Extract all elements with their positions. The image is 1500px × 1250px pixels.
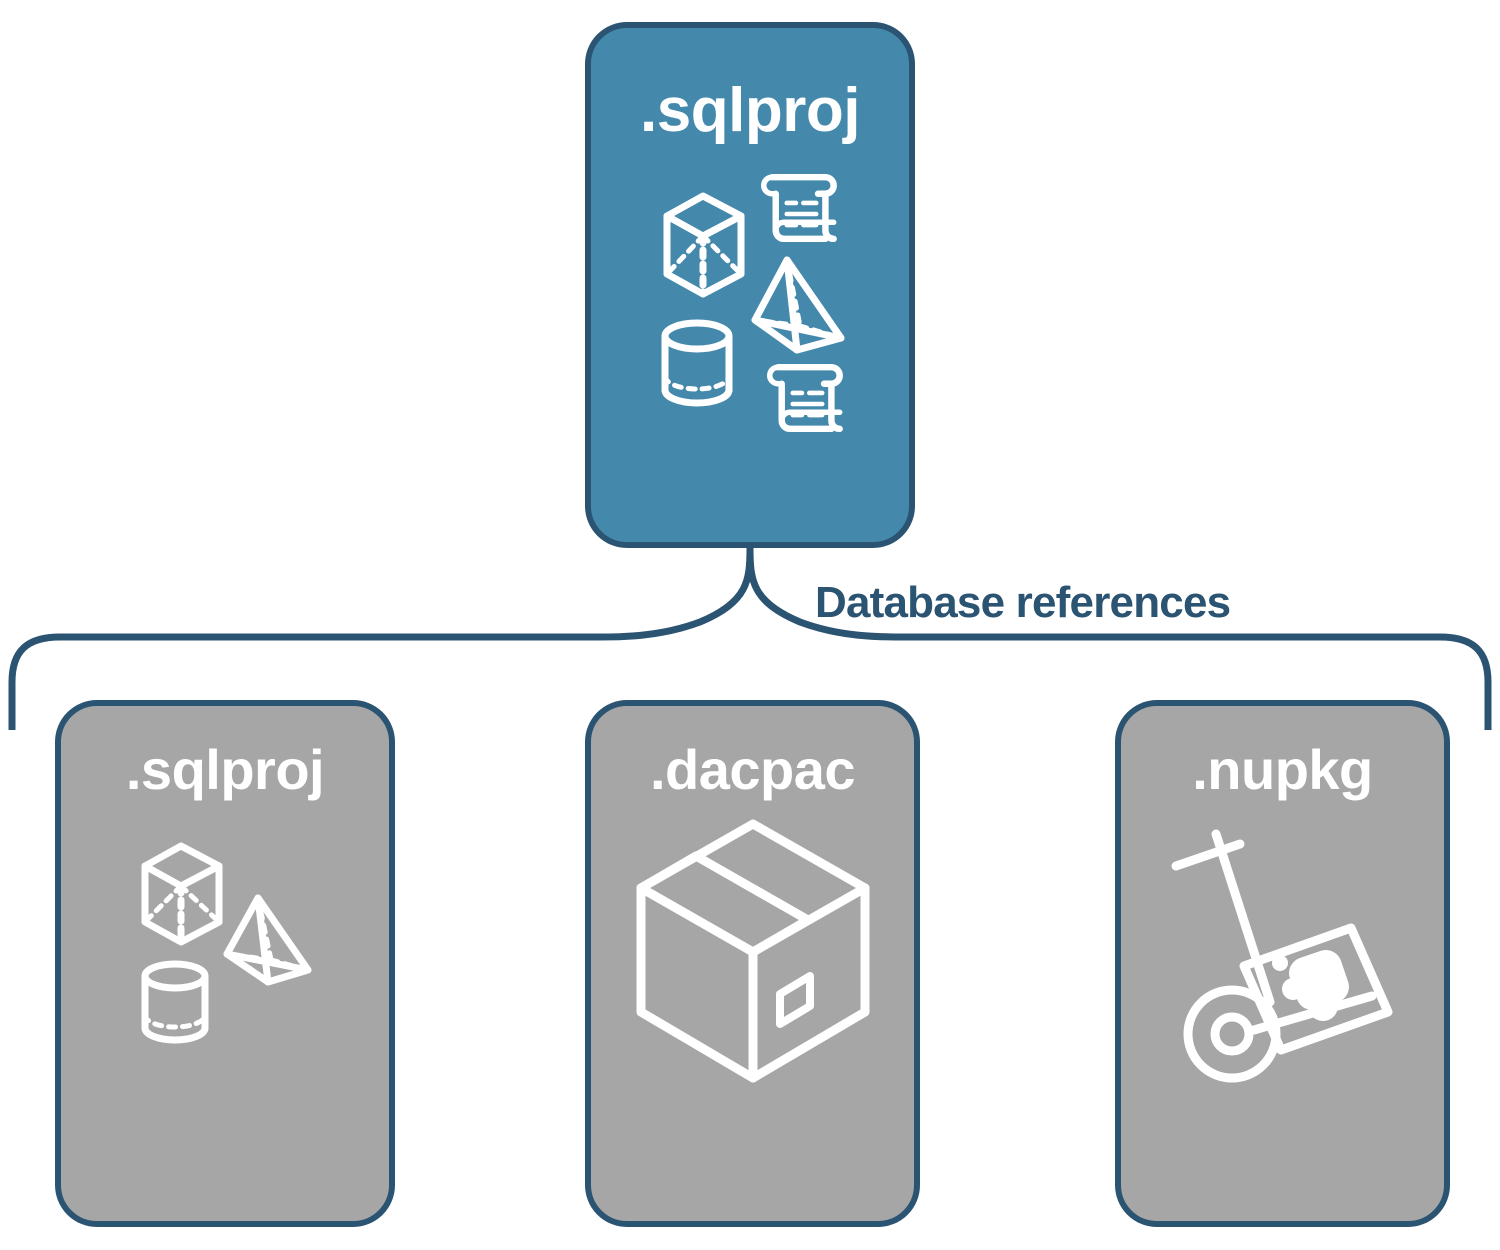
nupkg-box [1239, 923, 1392, 1055]
handle-bar [1171, 839, 1244, 871]
nuget-mark [1271, 950, 1349, 1021]
cube-icon [663, 192, 745, 298]
root-shapes-svg [661, 173, 845, 433]
pyramid-icon [751, 256, 845, 354]
root-sqlproj-card[interactable]: .sqlproj [585, 22, 915, 548]
hand-truck-package-icon [1171, 829, 1392, 1083]
dolly-shaft [1211, 829, 1274, 1007]
dolly-wheel-hub [1210, 1012, 1253, 1056]
cylinder-icon [661, 319, 733, 407]
cube-icon [141, 842, 223, 946]
package-box-svg [636, 819, 869, 1083]
dacpac-icon-group [591, 816, 914, 1136]
database-references-label: Database references [815, 578, 1231, 627]
hand-truck-package-svg [1171, 829, 1392, 1083]
reference-card-dacpac[interactable]: .dacpac [585, 700, 920, 1227]
reference-dacpac-label: .dacpac [649, 738, 856, 801]
pyramid-icon [223, 894, 312, 986]
root-icon-group [591, 168, 909, 438]
reference-nupkg-label: .nupkg [1192, 738, 1373, 801]
root-sqlproj-label: .sqlproj [640, 76, 860, 145]
sqlproj-shapes-svg [141, 842, 312, 1044]
reference-card-nupkg[interactable]: .nupkg [1115, 700, 1450, 1227]
sqlproj-icon-group [61, 836, 389, 1076]
cylinder-icon [141, 960, 209, 1044]
package-box-icon [636, 819, 869, 1083]
reference-card-sqlproj[interactable]: .sqlproj [55, 700, 395, 1227]
scroll-icon [761, 173, 837, 243]
nupkg-icon-group [1121, 826, 1444, 1156]
scroll-icon [767, 363, 843, 433]
reference-sqlproj-label: .sqlproj [125, 738, 325, 801]
